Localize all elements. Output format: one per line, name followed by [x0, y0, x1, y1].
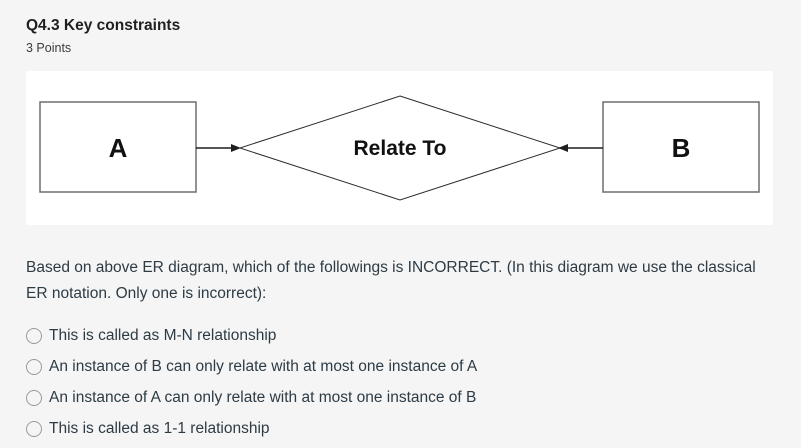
entity-b-label: B	[672, 133, 691, 163]
relationship-label: Relate To	[354, 137, 447, 160]
answer-option-label: An instance of B can only relate with at…	[49, 357, 478, 375]
answer-option-1[interactable]: This is called as M-N relationship	[26, 320, 773, 351]
radio-button-icon[interactable]	[26, 420, 42, 437]
radio-button-icon[interactable]	[26, 389, 42, 406]
radio-button-icon[interactable]	[26, 358, 42, 375]
arrow-a-head-icon	[231, 144, 241, 152]
answer-option-4[interactable]: This is called as 1-1 relationship	[26, 413, 773, 444]
answer-option-label: An instance of A can only relate with at…	[49, 388, 477, 406]
entity-a-box	[39, 101, 197, 193]
answer-option-label: This is called as M-N relationship	[49, 326, 277, 344]
answer-options: This is called as M-N relationship An in…	[26, 320, 773, 444]
er-diagram: A B Relate To	[39, 95, 760, 201]
entity-b-box	[602, 101, 760, 193]
question-text: Based on above ER diagram, which of the …	[26, 259, 756, 302]
relationship-diamond	[238, 95, 562, 201]
entity-a-label: A	[109, 133, 128, 163]
question-header: Q4.3 Key constraints 3 Points	[26, 16, 773, 56]
radio-button-icon[interactable]	[26, 327, 42, 344]
answer-option-3[interactable]: An instance of A can only relate with at…	[26, 382, 773, 413]
answer-option-label: This is called as 1-1 relationship	[49, 419, 270, 437]
answer-option-2[interactable]: An instance of B can only relate with at…	[26, 351, 773, 382]
er-diagram-panel: A B Relate To	[26, 71, 773, 225]
question-points: 3 Points	[26, 41, 72, 55]
question-title: Q4.3 Key constraints	[26, 17, 181, 34]
arrow-b-head-icon	[558, 144, 568, 152]
